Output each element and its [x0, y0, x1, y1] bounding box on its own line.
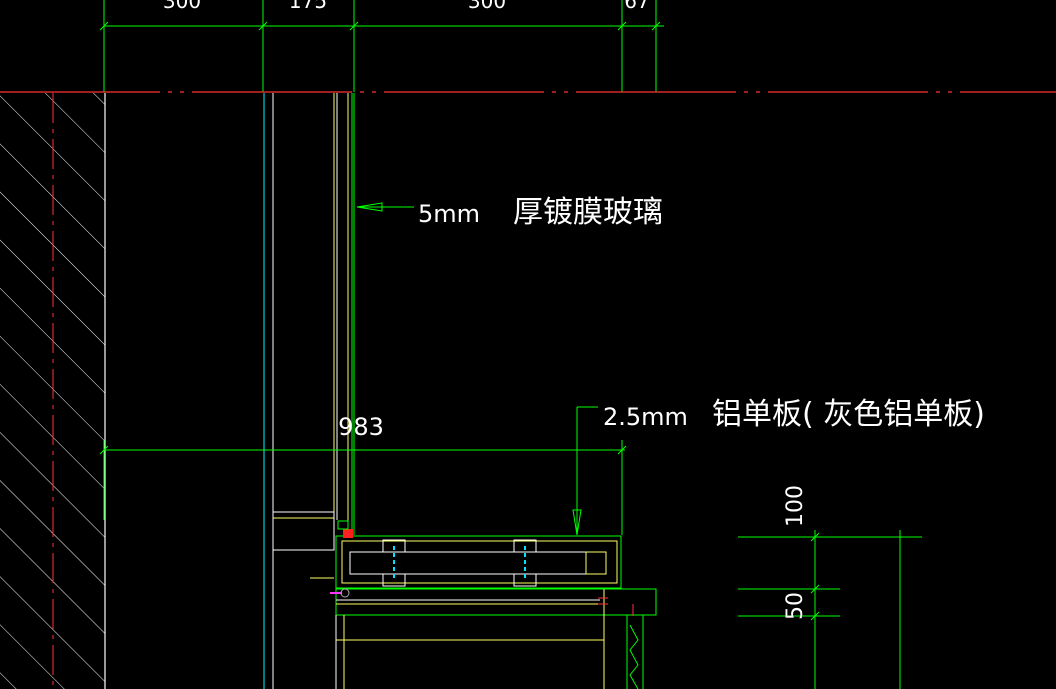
dimension-top-2: 175 [289, 0, 327, 13]
fastener-bracket-1 [382, 539, 406, 587]
aluminum-panel-assembly [272, 511, 657, 689]
dimension-top-1: 300 [163, 0, 201, 13]
anchor-markers [330, 520, 634, 616]
panel-thickness-label: 2.5mm [603, 403, 688, 431]
dimension-top-4: 67 [624, 0, 649, 13]
dimension-right-2: 50 [783, 592, 808, 620]
glass-thickness-label: 5mm [418, 200, 480, 228]
dimension-right-1: 100 [783, 485, 808, 527]
fastener-bracket-2 [513, 539, 537, 587]
glass-leader [356, 202, 414, 212]
top-dimension-chain [99, 0, 664, 92]
panel-leader [572, 406, 598, 536]
overall-dimension-line [99, 440, 627, 535]
dimension-top-3: 300 [468, 0, 506, 13]
mullion-profile [263, 93, 353, 689]
panel-material-label: 铝单板( 灰色铝单板) [712, 397, 985, 432]
glass-material-label: 厚镀膜玻璃 [513, 195, 663, 230]
hatched-wall [0, 93, 106, 689]
right-dimension-chain [738, 530, 922, 689]
dimension-overall: 983 [338, 413, 384, 441]
